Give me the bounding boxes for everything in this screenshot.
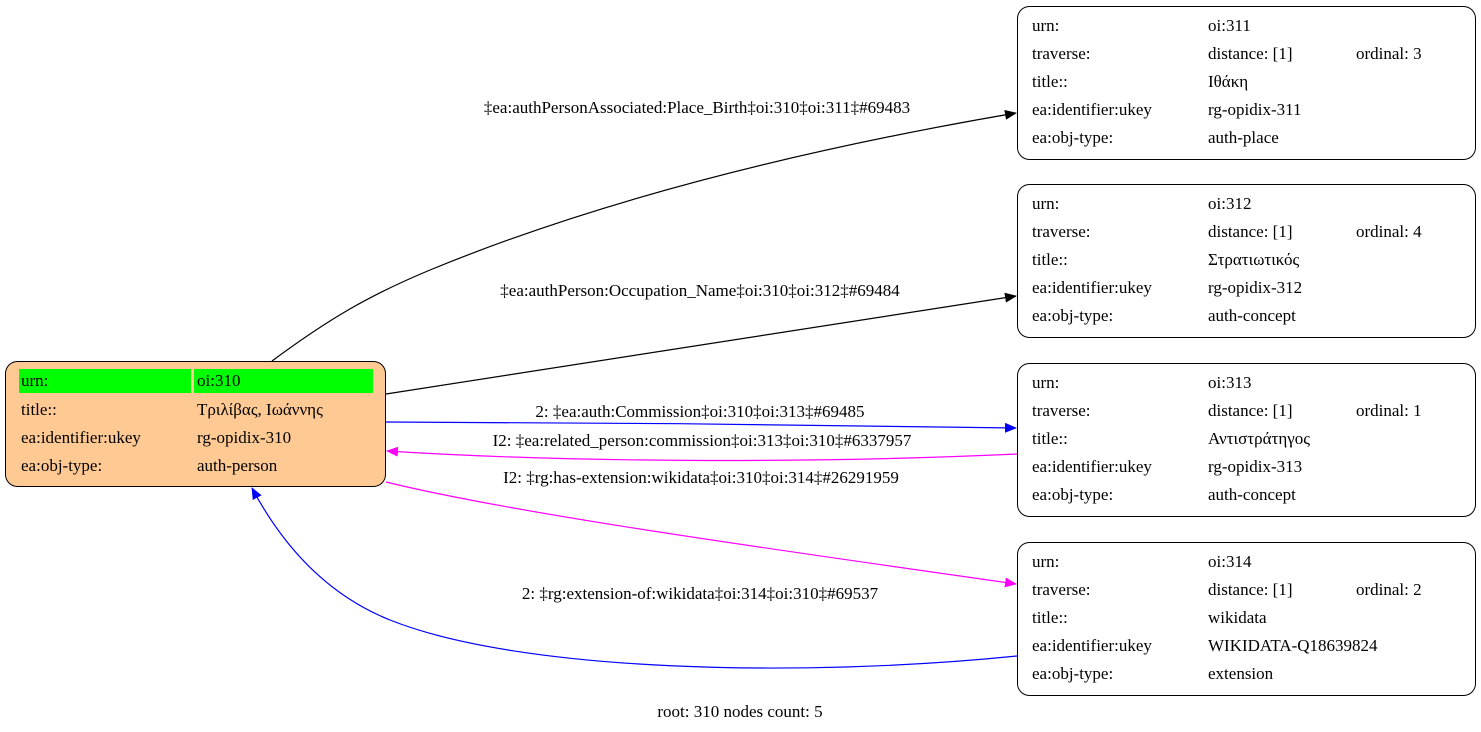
edge-310-311 — [271, 109, 1017, 362]
row-key: traverse: — [1032, 222, 1091, 241]
row-value: Ιθάκη — [1208, 72, 1248, 91]
ordinal-value: ordinal: 3 — [1356, 44, 1422, 63]
row-value: auth-person — [197, 456, 278, 475]
row-value: Τριλίβας, Ιωάννης — [197, 400, 323, 419]
row-key: urn: — [1032, 373, 1059, 392]
highlight-cell — [19, 369, 191, 393]
row-key: urn: — [1032, 552, 1059, 571]
row-value: rg-opidix-312 — [1208, 278, 1302, 297]
edge-313-310 — [386, 446, 1018, 462]
node-oi-313[interactable]: urn: oi:313 traverse: distance: [1] ordinal:… — [1017, 363, 1476, 517]
ordinal-value: ordinal: 2 — [1356, 580, 1422, 599]
row-value: oi:311 — [1208, 16, 1251, 35]
row-value: auth-concept — [1208, 306, 1296, 325]
node-oi-314[interactable]: urn: oi:314 traverse: distance: [1] ordinal:… — [1017, 542, 1476, 696]
row-value: extension — [1208, 664, 1274, 683]
row-value: wikidata — [1208, 608, 1267, 627]
row-value: distance: [1] — [1208, 580, 1293, 599]
edge-label: I2: ‡rg:has-extension:wikidata‡oi:310‡oi… — [503, 468, 899, 487]
row-key: title:: — [21, 400, 57, 419]
row-value: auth-place — [1208, 128, 1279, 147]
edge-label: 2: ‡rg:extension-of:wikidata‡oi:314‡oi:3… — [522, 584, 879, 603]
row-value: Στρατιωτικός — [1208, 250, 1300, 269]
row-value: oi:310 — [197, 371, 240, 390]
row-value: Αντιστράτηγος — [1208, 429, 1310, 448]
row-value: distance: [1] — [1208, 401, 1293, 420]
row-key: urn: — [1032, 16, 1059, 35]
edge-label: ‡ea:authPersonAssociated:Place_Birth‡oi:… — [484, 98, 910, 117]
edge-label: I2: ‡ea:related_person:commission‡oi:313… — [493, 431, 912, 450]
row-key: title:: — [1032, 608, 1068, 627]
root-node[interactable]: urn: oi:310 title:: Τριλίβας, Ιωάννης ea… — [5, 361, 386, 487]
edge-314-310 — [251, 487, 1018, 669]
edge-label: ‡ea:authPerson:Occupation_Name‡oi:310‡oi… — [500, 281, 900, 300]
node-oi-311[interactable]: urn: oi:311 traverse: distance: [1] ordinal:… — [1017, 6, 1476, 160]
row-key: title:: — [1032, 429, 1068, 448]
ordinal-value: ordinal: 1 — [1356, 401, 1422, 420]
row-key: ea:identifier:ukey — [21, 428, 141, 447]
row-value: oi:312 — [1208, 194, 1251, 213]
row-value: rg-opidix-313 — [1208, 457, 1302, 476]
edge-label: 2: ‡ea:auth:Commission‡oi:310‡oi:313‡#69… — [535, 402, 864, 421]
edge-310-312 — [385, 292, 1017, 395]
row-value: oi:314 — [1208, 552, 1252, 571]
row-key: urn: — [1032, 194, 1059, 213]
row-key: traverse: — [1032, 580, 1091, 599]
ordinal-value: ordinal: 4 — [1356, 222, 1422, 241]
row-key: ea:identifier:ukey — [1032, 100, 1152, 119]
row-value: distance: [1] — [1208, 44, 1293, 63]
row-key: ea:obj-type: — [21, 456, 102, 475]
row-value: WIKIDATA-Q18639824 — [1208, 636, 1378, 655]
row-key: title:: — [1032, 72, 1068, 91]
row-key: ea:identifier:ukey — [1032, 278, 1152, 297]
row-key: ea:identifier:ukey — [1032, 457, 1152, 476]
row-key: title:: — [1032, 250, 1068, 269]
row-key: ea:obj-type: — [1032, 306, 1113, 325]
row-key: urn: — [21, 371, 48, 390]
row-value: rg-opidix-311 — [1208, 100, 1302, 119]
row-value: auth-concept — [1208, 485, 1296, 504]
row-key: ea:obj-type: — [1032, 128, 1113, 147]
edge-310-313 — [385, 421, 1017, 433]
row-key: traverse: — [1032, 44, 1091, 63]
node-oi-312[interactable]: urn: oi:312 traverse: distance: [1] ordinal:… — [1017, 184, 1476, 338]
edge-310-314 — [385, 481, 1017, 588]
row-value: rg-opidix-310 — [197, 428, 291, 447]
highlight-cell — [194, 369, 373, 393]
row-key: traverse: — [1032, 401, 1091, 420]
row-key: ea:obj-type: — [1032, 485, 1113, 504]
footer-caption: root: 310 nodes count: 5 — [657, 702, 822, 721]
row-value: oi:313 — [1208, 373, 1251, 392]
row-value: distance: [1] — [1208, 222, 1293, 241]
row-key: ea:identifier:ukey — [1032, 636, 1152, 655]
row-key: ea:obj-type: — [1032, 664, 1113, 683]
